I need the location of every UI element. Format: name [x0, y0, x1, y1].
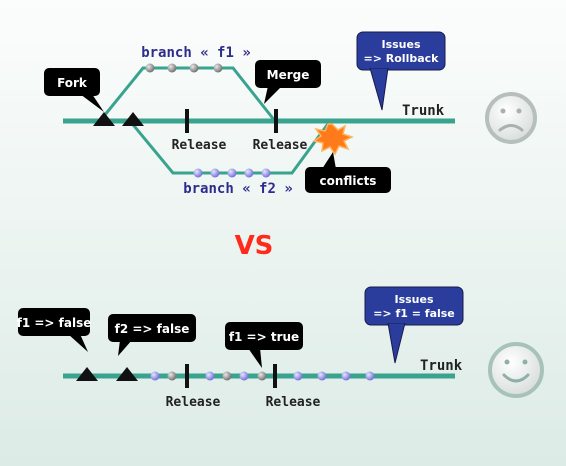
flag-marker	[76, 367, 98, 381]
release-label: Release	[266, 395, 321, 410]
release-marker	[274, 109, 278, 133]
conflicts-callout-text: conflicts	[320, 174, 377, 188]
release-label: Release	[253, 138, 308, 153]
commit-dot	[239, 371, 249, 381]
issues-line-2: => f1 = false	[373, 307, 455, 320]
commit-dot	[257, 371, 267, 381]
commit-dot	[145, 63, 155, 73]
conflicts-callout: conflicts	[305, 152, 391, 193]
commit-dot	[193, 168, 203, 178]
flag-f1-false-callout: f1 => false	[17, 308, 92, 352]
commit-dot	[205, 371, 215, 381]
issues-line-1: Issues	[394, 293, 433, 306]
top-diagram: branch « f1 » branch « f2 » Release Rele…	[44, 31, 537, 197]
branch-f1-line	[98, 66, 277, 122]
commit-dot	[213, 63, 223, 73]
commit-dot	[365, 371, 375, 381]
commit-dot	[227, 168, 237, 178]
fork-callout: Fork	[44, 68, 104, 112]
conflict-explosion-icon	[312, 123, 354, 156]
flag-f1-true-callout: f1 => true	[225, 322, 303, 368]
issues-line-1: Issues	[381, 38, 420, 51]
issues-flag-callout: Issues => f1 = false	[364, 286, 464, 364]
commit-dot	[261, 168, 271, 178]
branch-f1-label: branch « f1 »	[141, 45, 251, 61]
fork-callout-text: Fork	[57, 76, 88, 90]
release-label: Release	[172, 138, 227, 153]
commit-dot	[317, 371, 327, 381]
trunk-label: Trunk	[402, 103, 445, 119]
sad-face-icon	[485, 92, 537, 144]
flag-marker	[116, 367, 138, 381]
issues-line-2: => Rollback	[364, 52, 440, 65]
flag-f2-false-callout: f2 => false	[108, 314, 196, 356]
fork-marker	[93, 112, 115, 126]
trunk-label: Trunk	[420, 358, 463, 374]
commit-dot	[293, 371, 303, 381]
commit-dot	[222, 371, 232, 381]
merge-callout: Merge	[255, 60, 321, 104]
flag-f2-false-text: f2 => false	[115, 322, 190, 336]
commit-dot	[167, 63, 177, 73]
happy-face-icon	[488, 342, 544, 398]
commit-dot	[244, 168, 254, 178]
flag-f1-false-text: f1 => false	[17, 316, 92, 330]
merge-callout-text: Merge	[267, 68, 310, 82]
vs-separator: VS	[235, 231, 274, 261]
issues-rollback-callout: Issues => Rollback	[356, 31, 446, 111]
commit-dot	[150, 371, 160, 381]
release-marker	[273, 364, 277, 388]
fork-marker	[122, 112, 144, 126]
commit-dot	[210, 168, 220, 178]
release-label: Release	[166, 395, 221, 410]
commit-dot	[341, 371, 351, 381]
commit-dot	[167, 371, 177, 381]
release-marker	[185, 364, 189, 388]
branch-f2-label: branch « f2 »	[183, 181, 293, 197]
commit-dot	[189, 63, 199, 73]
flag-f1-true-text: f1 => true	[229, 330, 299, 344]
release-marker	[185, 109, 189, 133]
bottom-diagram: Release Release Trunk f1 => false f2 => …	[17, 286, 544, 410]
